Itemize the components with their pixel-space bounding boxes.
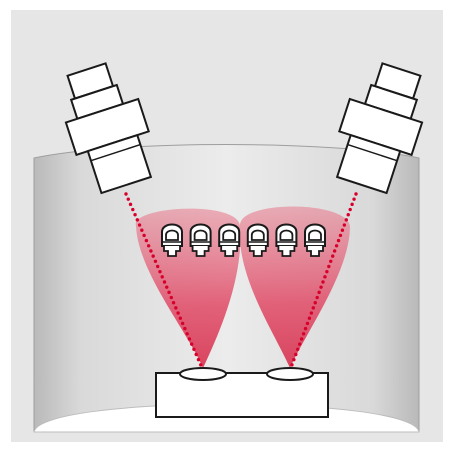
laser-dot-left — [144, 238, 149, 243]
laser-dot-right — [309, 311, 314, 315]
laser-dot-right — [346, 213, 350, 217]
laser-dot-right — [352, 197, 356, 201]
laser-dot-right — [296, 347, 300, 351]
laser-dot-right — [292, 357, 296, 362]
laser-dot-right — [319, 285, 323, 289]
laser-dot-left — [128, 202, 133, 207]
laser-dot-right — [332, 249, 337, 253]
laser-dot-left — [194, 352, 198, 357]
laser-dot-right — [303, 326, 308, 331]
laser-dot-right — [298, 342, 302, 346]
light-beam-left — [135, 208, 241, 368]
bottle-cap-icon — [189, 223, 212, 257]
laser-dot-left — [131, 207, 135, 212]
laser-dot-left — [149, 249, 153, 253]
laser-dot-right — [321, 280, 325, 284]
sensor-head-left-icon — [64, 62, 153, 195]
laser-dot-paths — [124, 192, 358, 372]
sensor-head-right-icon — [335, 62, 424, 195]
laser-dot-left — [171, 301, 176, 305]
laser-dot-right — [342, 223, 347, 227]
laser-dot-left — [158, 269, 162, 274]
laser-dot-left — [199, 363, 203, 367]
laser-dot-left — [146, 244, 151, 248]
laser-dot-left — [133, 213, 137, 217]
laser-dot-right — [329, 259, 333, 263]
laser-dot-left — [176, 311, 180, 315]
laser-dot-right — [313, 301, 317, 305]
laser-dot-left — [196, 357, 201, 362]
laser-dot-right — [336, 238, 341, 243]
laser-dot-right — [294, 352, 298, 357]
laser-dot-right — [334, 244, 339, 248]
laser-dot-left — [174, 306, 178, 310]
laser-dot-right — [301, 332, 306, 336]
laser-dot-left — [192, 347, 196, 351]
laser-dot-right — [307, 316, 312, 320]
projector-lens-left — [179, 367, 227, 381]
laser-dot-left — [167, 290, 171, 295]
laser-dot-right — [350, 202, 354, 207]
laser-dot-left — [180, 321, 185, 326]
bottle-cap-icon — [275, 223, 298, 257]
laser-dot-right — [344, 218, 348, 222]
laser-dot-left — [187, 337, 192, 341]
laser-dot-left — [140, 228, 144, 232]
laser-dot-left — [137, 223, 142, 227]
laser-dot-left — [124, 192, 128, 196]
laser-dot-left — [169, 295, 173, 300]
laser-dot-right — [338, 233, 343, 238]
laser-dot-right — [323, 275, 327, 279]
laser-dot-right — [317, 290, 321, 295]
laser-dot-right — [325, 269, 329, 274]
bottle-cap-icon — [161, 223, 183, 257]
laser-dot-left — [183, 326, 187, 331]
laser-dot-left — [142, 233, 146, 238]
laser-dot-left — [151, 254, 155, 258]
projector-icon — [155, 367, 329, 418]
bottle-cap-icon — [218, 223, 241, 257]
laser-dot-left — [156, 264, 160, 269]
laser-dot-right — [340, 228, 345, 232]
laser-dot-right — [290, 363, 294, 367]
bottle-cap-icon — [246, 223, 269, 257]
laser-dot-right — [315, 295, 319, 300]
laser-dot-left — [165, 285, 169, 289]
laser-dot-left — [135, 218, 140, 222]
laser-dot-right — [327, 264, 331, 269]
laser-dot-left — [162, 280, 167, 284]
laser-dot-left — [160, 275, 164, 279]
laser-dot-right — [348, 207, 352, 212]
laser-dot-right — [299, 337, 304, 341]
laser-dot-right — [311, 306, 315, 310]
laser-dot-right — [331, 254, 335, 258]
laser-dot-left — [153, 259, 158, 263]
laser-dot-left — [178, 316, 183, 320]
laser-dot-left — [185, 332, 189, 336]
projector-lens-right — [266, 367, 314, 381]
laser-dot-left — [189, 342, 194, 346]
bottle-cap-icon — [304, 223, 326, 257]
laser-dot-left — [126, 197, 130, 201]
laser-dot-right — [305, 321, 310, 326]
laser-dot-right — [354, 192, 358, 196]
